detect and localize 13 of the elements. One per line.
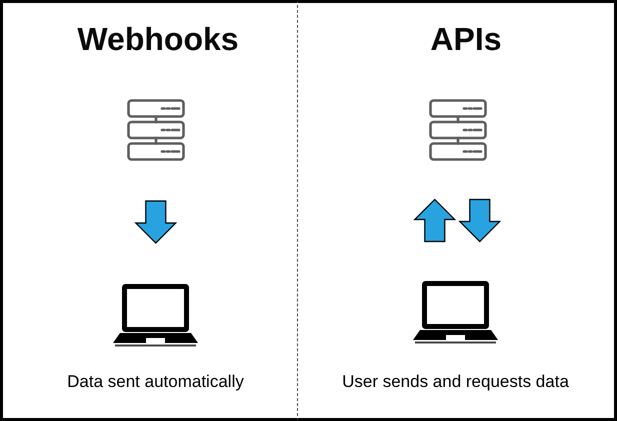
block-arrow [413,198,456,242]
panel [298,0,617,421]
block-arrow [134,200,178,244]
node-label: Data sent automatically [67,371,244,393]
node-label: User sends and requests data [342,371,569,393]
panel [0,0,298,421]
block-arrow [458,198,502,242]
server-icon [127,99,185,161]
panel-title: Webhooks [77,20,239,58]
laptop-icon [113,283,198,347]
panel-title: APIs [430,20,502,58]
server-icon [429,99,487,161]
laptop-icon [413,280,498,344]
